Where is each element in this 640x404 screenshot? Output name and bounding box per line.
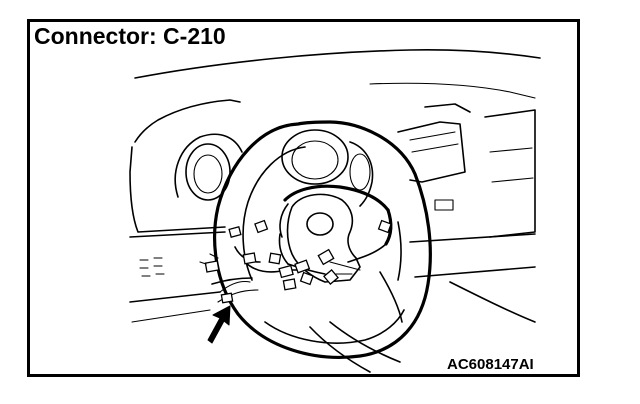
wire-harness [211, 184, 393, 303]
right-dashboard [397, 103, 536, 323]
arrow-icon [207, 305, 231, 344]
steering-wheel-rim [213, 120, 432, 359]
left-console [129, 99, 241, 233]
clock-spring [286, 193, 361, 283]
harness-connectors [199, 219, 392, 304]
dashboard-upper-edge [369, 82, 536, 99]
steering-column [309, 321, 401, 373]
connector-title: Connector: C-210 [34, 23, 226, 49]
steering-wheel-illustration [129, 49, 541, 373]
figure-id: AC608147AI [447, 356, 534, 373]
dashboard-top-line [134, 49, 541, 79]
instrument-cluster [174, 129, 374, 207]
left-vents [129, 231, 226, 323]
